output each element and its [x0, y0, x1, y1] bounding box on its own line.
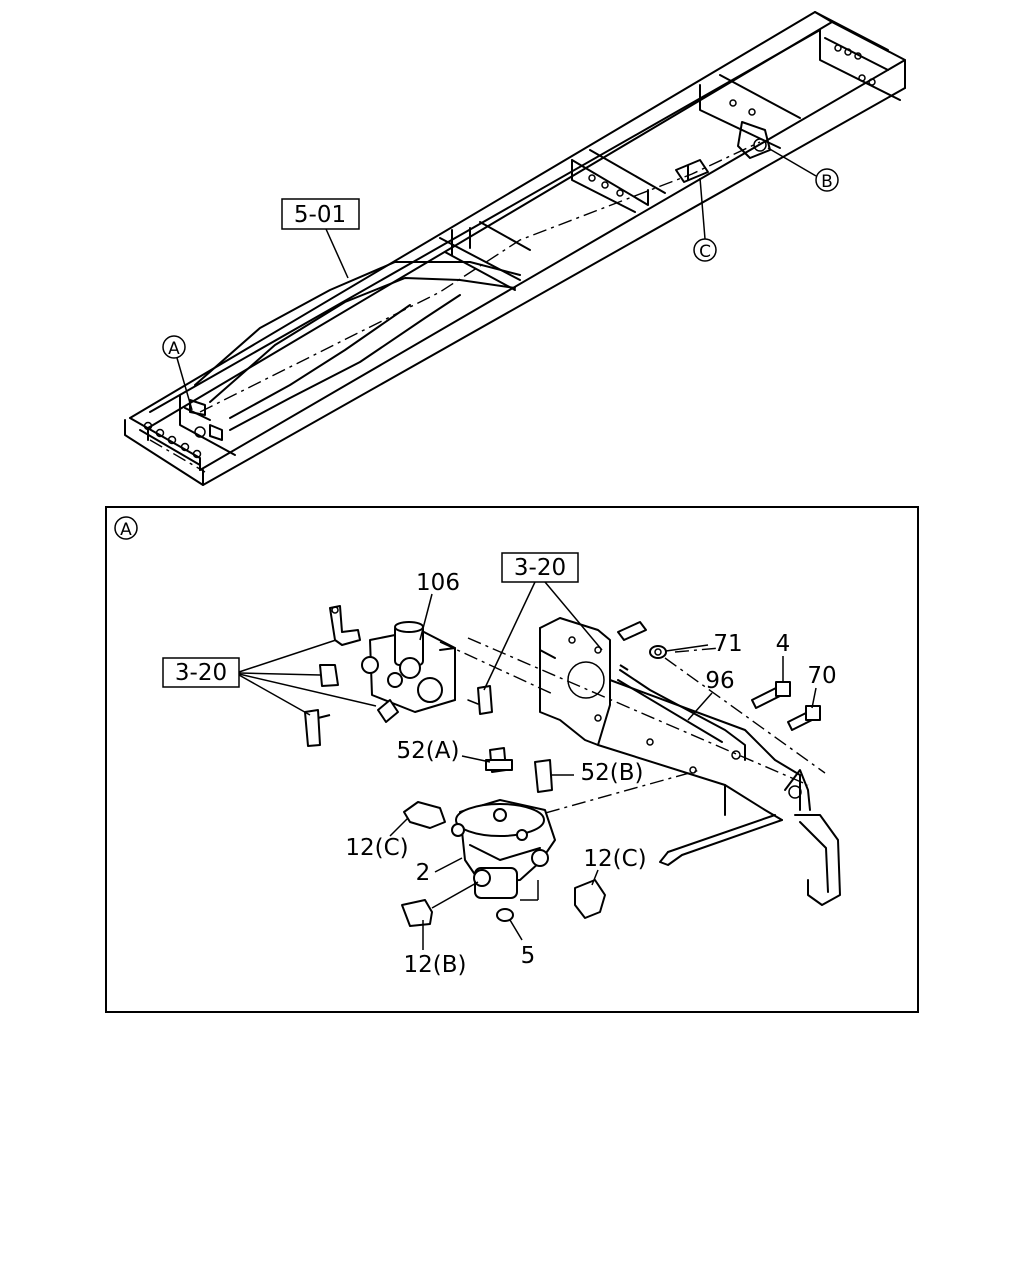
part-96-label: 96: [705, 668, 734, 694]
relay-valve-2: [451, 799, 556, 899]
part-106-label: 106: [416, 570, 460, 596]
part-12c-right-label: 12(C): [583, 846, 646, 872]
part-52a-label: 52(A): [397, 738, 460, 764]
part-12b-label: 12(B): [404, 952, 467, 978]
detail-marker-label: A: [120, 520, 132, 540]
relay-fittings: [401, 747, 606, 927]
ref-a-callout[interactable]: A: [162, 335, 193, 411]
part-71-label: 71: [713, 631, 742, 657]
mounting-bracket: [539, 617, 841, 906]
part-70-label: 70: [807, 663, 836, 689]
part-12c-left-label: 12(C): [345, 835, 408, 861]
detail-marker: A: [114, 516, 138, 540]
ref-box-left-callout[interactable]: 3-20: [162, 639, 377, 716]
part-2-label: 2: [416, 860, 431, 886]
bolts: [617, 621, 821, 731]
chassis-frame: [124, 11, 906, 486]
ref-c-callout[interactable]: C: [693, 177, 717, 262]
part-4-label: 4: [776, 631, 791, 657]
ref-box-top-callout[interactable]: 3-20: [483, 552, 603, 691]
part-labels: 106 71 4 96 70 52(A) 52(B) 12(C) 12(C) 2…: [345, 570, 836, 978]
part-52b-label: 52(B): [581, 760, 644, 786]
frame-ref-callout[interactable]: 5-01: [281, 198, 360, 279]
solenoid-valve-106: [361, 621, 456, 713]
detail-frame: [105, 506, 919, 1013]
part-5-label: 5: [521, 943, 536, 969]
ref-c-label: C: [699, 242, 711, 262]
ref-b-label: B: [821, 172, 833, 192]
ref-b-callout[interactable]: B: [767, 147, 839, 192]
frame-ref-label: 5-01: [294, 202, 346, 228]
ref-a-label: A: [168, 339, 180, 359]
valve-fittings: [304, 605, 493, 747]
detail-view-a: A: [105, 506, 919, 1013]
ref-box-left-label: 3-20: [175, 660, 227, 686]
ref-box-top-label: 3-20: [514, 555, 566, 581]
